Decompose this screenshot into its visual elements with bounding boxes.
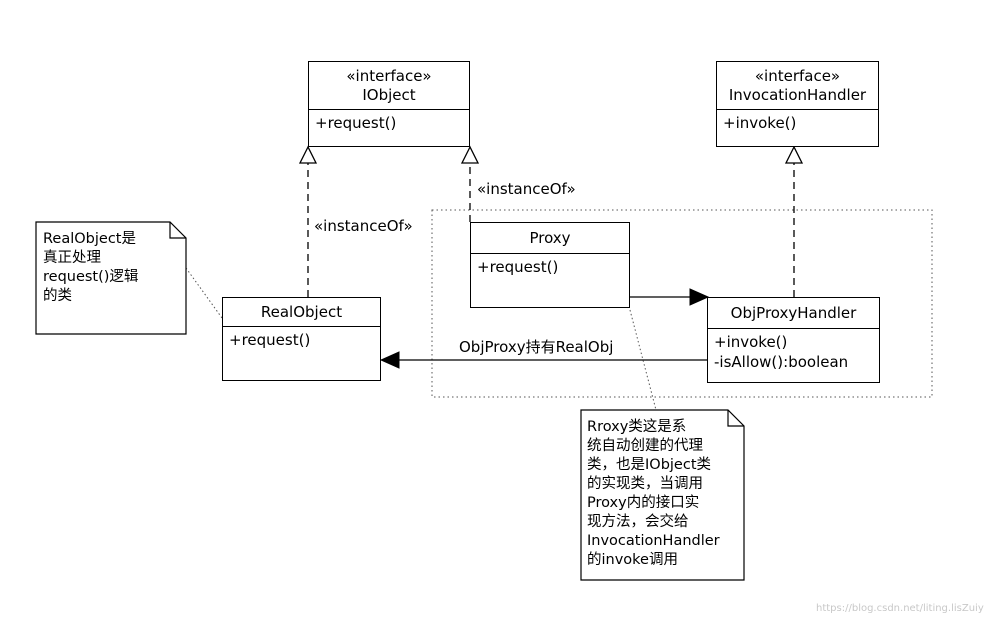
realobject-note-fold	[169, 222, 186, 239]
handler-realization-arrowhead	[784, 145, 804, 164]
invocationhandler-interface-box: «interface» InvocationHandler +invoke()	[716, 61, 879, 147]
realobject-note-anchor	[185, 267, 223, 319]
invocationhandler-stereotype: «interface»	[754, 66, 841, 85]
proxy-method: +request()	[477, 258, 559, 276]
proxy-note-fold	[727, 410, 744, 427]
iobject-stereotype: «interface»	[346, 66, 432, 85]
iobject-header: «interface» IObject	[309, 62, 469, 110]
proxy-name: Proxy	[529, 228, 571, 247]
objproxyhandler-method-invoke: +invoke()	[714, 333, 788, 351]
proxy-realization-arrowhead	[460, 145, 480, 164]
proxy-methods: +request()	[471, 254, 629, 280]
invocationhandler-name: InvocationHandler	[728, 85, 867, 104]
holds-realobject-label: ObjProxy持有RealObj	[459, 338, 614, 356]
instanceof-label-realobject: «instanceOf»	[314, 217, 413, 235]
realobject-name: RealObject	[260, 302, 343, 321]
realobject-class-box: RealObject +request()	[222, 297, 381, 381]
watermark: https://blog.csdn.net/liting.lisZuiy	[816, 603, 984, 614]
realobject-note-text: RealObject是 真正处理 request()逻辑 的类	[43, 231, 139, 304]
realobject-header: RealObject	[223, 298, 380, 327]
invocationhandler-header: «interface» InvocationHandler	[717, 62, 878, 110]
proxy-class-box: Proxy +request()	[470, 222, 630, 308]
proxy-note-text: Rroxy类这是系 统自动创建的代理 类，也是IObject类 的实现类，当调用…	[587, 419, 720, 568]
realobject-methods: +request()	[223, 327, 380, 353]
invocationhandler-methods: +invoke()	[717, 110, 878, 136]
objproxyhandler-class-box: ObjProxyHandler +invoke() -isAllow():boo…	[707, 297, 880, 383]
iobject-methods: +request()	[309, 110, 469, 136]
iobject-method: +request()	[315, 114, 397, 132]
proxy-group-boundary	[431, 209, 933, 398]
iobject-name: IObject	[362, 85, 416, 104]
handler-to-realobject-arrowhead	[379, 351, 400, 369]
realobject-method: +request()	[229, 331, 311, 349]
objproxyhandler-name: ObjProxyHandler	[730, 303, 857, 322]
proxy-header: Proxy	[471, 223, 629, 254]
invocationhandler-method: +invoke()	[723, 114, 797, 132]
instanceof-label-proxy: «instanceOf»	[477, 180, 576, 198]
proxy-note-anchor	[629, 309, 657, 411]
objproxyhandler-header: ObjProxyHandler	[708, 298, 879, 329]
proxy-note-shape	[580, 409, 745, 581]
objproxyhandler-method-isallow: -isAllow():boolean	[714, 353, 849, 371]
realobject-note-shape	[35, 221, 187, 335]
iobject-interface-box: «interface» IObject +request()	[308, 61, 470, 147]
proxy-to-handler-arrowhead	[689, 288, 710, 306]
realobject-realization-arrowhead	[298, 145, 318, 164]
objproxyhandler-methods: +invoke() -isAllow():boolean	[708, 329, 879, 375]
